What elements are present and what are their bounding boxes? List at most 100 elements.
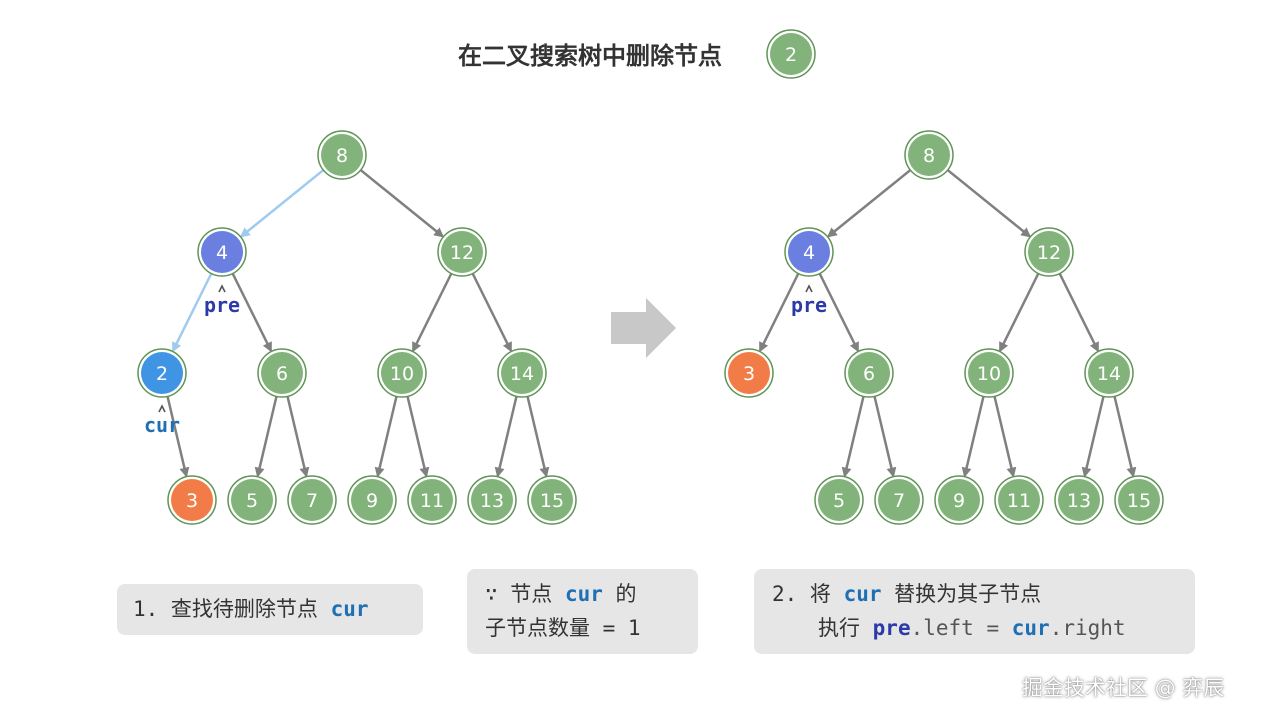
left-edge-14-13 <box>494 396 518 478</box>
left-edge-8-4 <box>239 169 325 238</box>
right-node-5-fill <box>818 479 860 521</box>
left-node-11-fill <box>411 479 453 521</box>
left-node-5-fill <box>231 479 273 521</box>
title-node-badge-label: 2 <box>785 44 797 66</box>
left-node-3-label: 3 <box>186 490 198 512</box>
left-edge-10-11 <box>406 396 430 478</box>
right-edge-12-10 <box>998 272 1040 353</box>
right-pointer-pre: pre <box>791 284 827 317</box>
step2-line2-prefix: 执行 <box>818 616 873 640</box>
right-edge-6-5 <box>841 396 865 478</box>
tree-edges <box>166 169 1137 478</box>
left-node-12-fill <box>441 231 483 273</box>
step2-cur-keyword-2: cur <box>1011 616 1050 640</box>
right-node-4-label: 4 <box>803 242 815 264</box>
left-node-9-fill <box>351 479 393 521</box>
right-edge-10-11 <box>993 396 1017 478</box>
left-node-14: 14 <box>497 348 547 398</box>
left-node-6-fill <box>261 352 303 394</box>
right-node-11-label: 11 <box>1007 490 1031 512</box>
step1-cur-keyword: cur <box>330 597 369 621</box>
right-edge-8-12 <box>946 169 1032 238</box>
right-node-15-fill <box>1118 479 1160 521</box>
right-node-10: 10 <box>964 348 1014 398</box>
right-node-13-fill <box>1058 479 1100 521</box>
right-pointer-pre-caret-icon <box>805 284 813 293</box>
step2-cur-keyword: cur <box>843 582 882 606</box>
left-node-15-fill <box>531 479 573 521</box>
right-node-8: 8 <box>904 130 954 180</box>
right-edge-14-13 <box>1081 396 1105 478</box>
left-node-8-label: 8 <box>336 145 348 167</box>
left-node-7-fill <box>291 479 333 521</box>
transition-arrow-icon <box>611 298 676 358</box>
right-edge-12-14 <box>1058 272 1100 353</box>
right-node-9-fill <box>938 479 980 521</box>
page-title: 在二叉搜索树中删除节点 <box>458 42 722 70</box>
left-pointer-pre-caret-icon <box>218 284 226 293</box>
left-node-9-label: 9 <box>366 490 378 512</box>
right-node-12-label: 12 <box>1037 242 1061 264</box>
left-node-15-label: 15 <box>540 490 564 512</box>
step2-line2-suffix: .right <box>1049 616 1126 640</box>
right-node-10-label: 10 <box>977 363 1001 385</box>
left-node-8-fill <box>321 134 363 176</box>
right-node-5-label: 5 <box>833 490 845 512</box>
right-node-15: 15 <box>1114 475 1164 525</box>
right-pointer-pre-label: pre <box>791 293 827 317</box>
right-node-12-fill <box>1028 231 1070 273</box>
right-node-14-label: 14 <box>1097 363 1121 385</box>
right-node-11-fill <box>998 479 1040 521</box>
right-node-8-label: 8 <box>923 145 935 167</box>
left-node-2: 2 <box>137 348 187 398</box>
right-node-15-label: 15 <box>1127 490 1151 512</box>
right-edge-8-4 <box>826 169 912 238</box>
right-node-4-fill <box>788 231 830 273</box>
right-node-4: 4 <box>784 227 834 277</box>
title-node-badge-fill <box>770 33 812 75</box>
right-node-13-label: 13 <box>1067 490 1091 512</box>
left-node-4: 4 <box>197 227 247 277</box>
left-pointer-cur-label: cur <box>144 413 180 437</box>
left-node-5: 5 <box>227 475 277 525</box>
condition-line2: 子节点数量 = 1 <box>485 616 641 640</box>
left-edge-10-9 <box>374 396 398 478</box>
step2-pre-keyword: pre <box>872 616 911 640</box>
right-edge-6-7 <box>873 396 897 478</box>
left-node-4-fill <box>201 231 243 273</box>
left-edge-12-10 <box>411 272 453 353</box>
right-node-7-label: 7 <box>893 490 905 512</box>
left-node-7-label: 7 <box>306 490 318 512</box>
step1-box: 1. 查找待删除节点 cur <box>117 584 423 635</box>
step2-box: 2. 将 cur 替换为其子节点 执行 pre.left = cur.right <box>754 569 1195 654</box>
watermark: 掘金技术社区 @ 弈辰 <box>1022 676 1225 700</box>
right-node-14-fill <box>1088 352 1130 394</box>
left-node-15: 15 <box>527 475 577 525</box>
left-node-13: 13 <box>467 475 517 525</box>
left-pointer-cur-caret-icon <box>158 404 166 413</box>
right-node-13: 13 <box>1054 475 1104 525</box>
step2-line2-mid: .left = <box>910 616 1012 640</box>
left-edge-8-12 <box>359 169 445 238</box>
left-node-14-fill <box>501 352 543 394</box>
left-node-12: 12 <box>437 227 487 277</box>
right-node-9: 9 <box>934 475 984 525</box>
right-node-12: 12 <box>1024 227 1074 277</box>
right-node-3-fill <box>728 352 770 394</box>
right-edge-14-15 <box>1113 396 1137 478</box>
right-edge-10-9 <box>961 396 985 478</box>
left-node-3: 3 <box>167 475 217 525</box>
left-node-10: 10 <box>377 348 427 398</box>
right-node-3: 3 <box>724 348 774 398</box>
step2-line1-suffix: 替换为其子节点 <box>881 582 1042 606</box>
right-node-6-fill <box>848 352 890 394</box>
condition-box: ∵ 节点 cur 的 子节点数量 = 1 <box>467 569 698 654</box>
right-node-10-fill <box>968 352 1010 394</box>
left-node-10-label: 10 <box>390 363 414 385</box>
left-edge-6-7 <box>286 396 310 478</box>
condition-prefix: ∵ 节点 <box>485 582 565 606</box>
left-node-9: 9 <box>347 475 397 525</box>
